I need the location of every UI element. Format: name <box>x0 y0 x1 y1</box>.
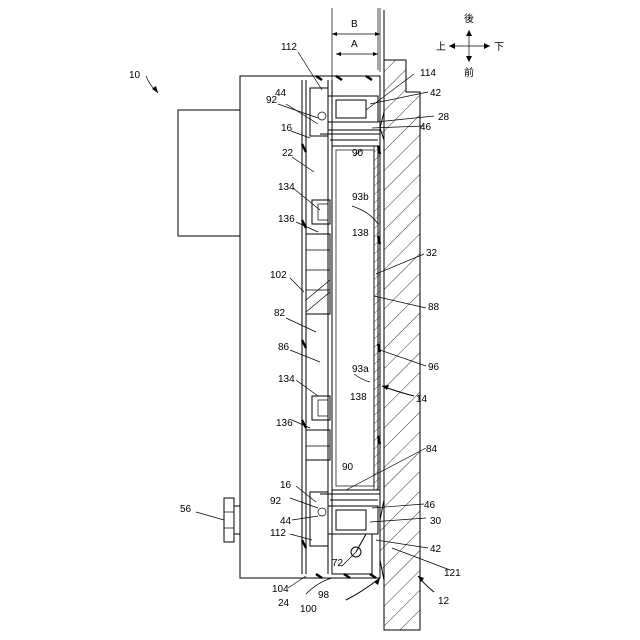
label-134-bot: 134 <box>278 374 295 385</box>
label-93b: 93b <box>352 192 369 203</box>
label-96: 96 <box>428 362 440 373</box>
label-24: 24 <box>278 598 290 609</box>
label-22: 22 <box>282 148 294 159</box>
label-92-bot: 92 <box>270 496 282 507</box>
label-14: 14 <box>416 394 428 405</box>
label-112-bot: 112 <box>270 528 286 539</box>
label-12: 12 <box>438 596 450 607</box>
label-44-bot: 44 <box>280 516 292 527</box>
label-30: 30 <box>430 516 442 527</box>
orientation-front-label: 前 <box>464 66 474 79</box>
figure-arrow-head <box>152 86 158 93</box>
label-42-top: 42 <box>430 88 442 99</box>
label-90-top: 90 <box>352 148 364 159</box>
label-28: 28 <box>438 112 450 123</box>
arrow-100 <box>346 578 380 600</box>
label-16-top: 16 <box>281 123 293 134</box>
label-102: 102 <box>270 270 287 281</box>
side-block <box>178 110 240 236</box>
label-121: 121 <box>444 568 461 579</box>
orientation-compass: 上 下 後 前 <box>436 12 504 79</box>
label-134-top: 134 <box>278 182 295 193</box>
bolt-56 <box>224 498 240 542</box>
label-136-top: 136 <box>278 214 295 225</box>
orientation-up-label: 上 <box>436 41 446 53</box>
label-138-bot: 138 <box>350 392 367 403</box>
dimension-group: B A <box>332 8 380 80</box>
label-72: 72 <box>332 558 344 569</box>
figure-number: 10 <box>129 70 141 81</box>
label-104: 104 <box>272 584 289 595</box>
dimension-b-label: B <box>351 19 358 30</box>
label-90-bot: 90 <box>342 462 354 473</box>
module-top <box>306 200 330 314</box>
cover-marks <box>302 76 380 578</box>
label-84: 84 <box>426 444 438 455</box>
wall-12 <box>380 60 420 630</box>
label-136-bot: 136 <box>276 418 293 429</box>
label-93a: 93a <box>352 364 369 375</box>
label-16-bot: 16 <box>280 480 292 491</box>
dimension-a-label: A <box>351 39 358 50</box>
label-44-top: 44 <box>275 88 287 99</box>
panel-14-fill <box>374 146 380 490</box>
label-98: 98 <box>318 590 330 601</box>
label-114: 114 <box>420 68 436 79</box>
orientation-down-label: 下 <box>494 42 504 53</box>
label-88: 88 <box>428 302 440 313</box>
label-56: 56 <box>180 504 192 515</box>
label-86: 86 <box>278 342 290 353</box>
label-100: 100 <box>300 604 317 615</box>
bottom-bracket <box>310 492 380 574</box>
label-46-top: 46 <box>420 122 432 133</box>
label-32: 32 <box>426 248 438 259</box>
label-138-top: 138 <box>352 228 369 239</box>
orientation-back-label: 後 <box>464 12 474 25</box>
label-112-top: 112 <box>281 42 297 53</box>
label-82: 82 <box>274 308 286 319</box>
label-42-bot: 42 <box>430 544 442 555</box>
top-bracket <box>310 88 380 140</box>
label-46-bot: 46 <box>424 500 436 511</box>
